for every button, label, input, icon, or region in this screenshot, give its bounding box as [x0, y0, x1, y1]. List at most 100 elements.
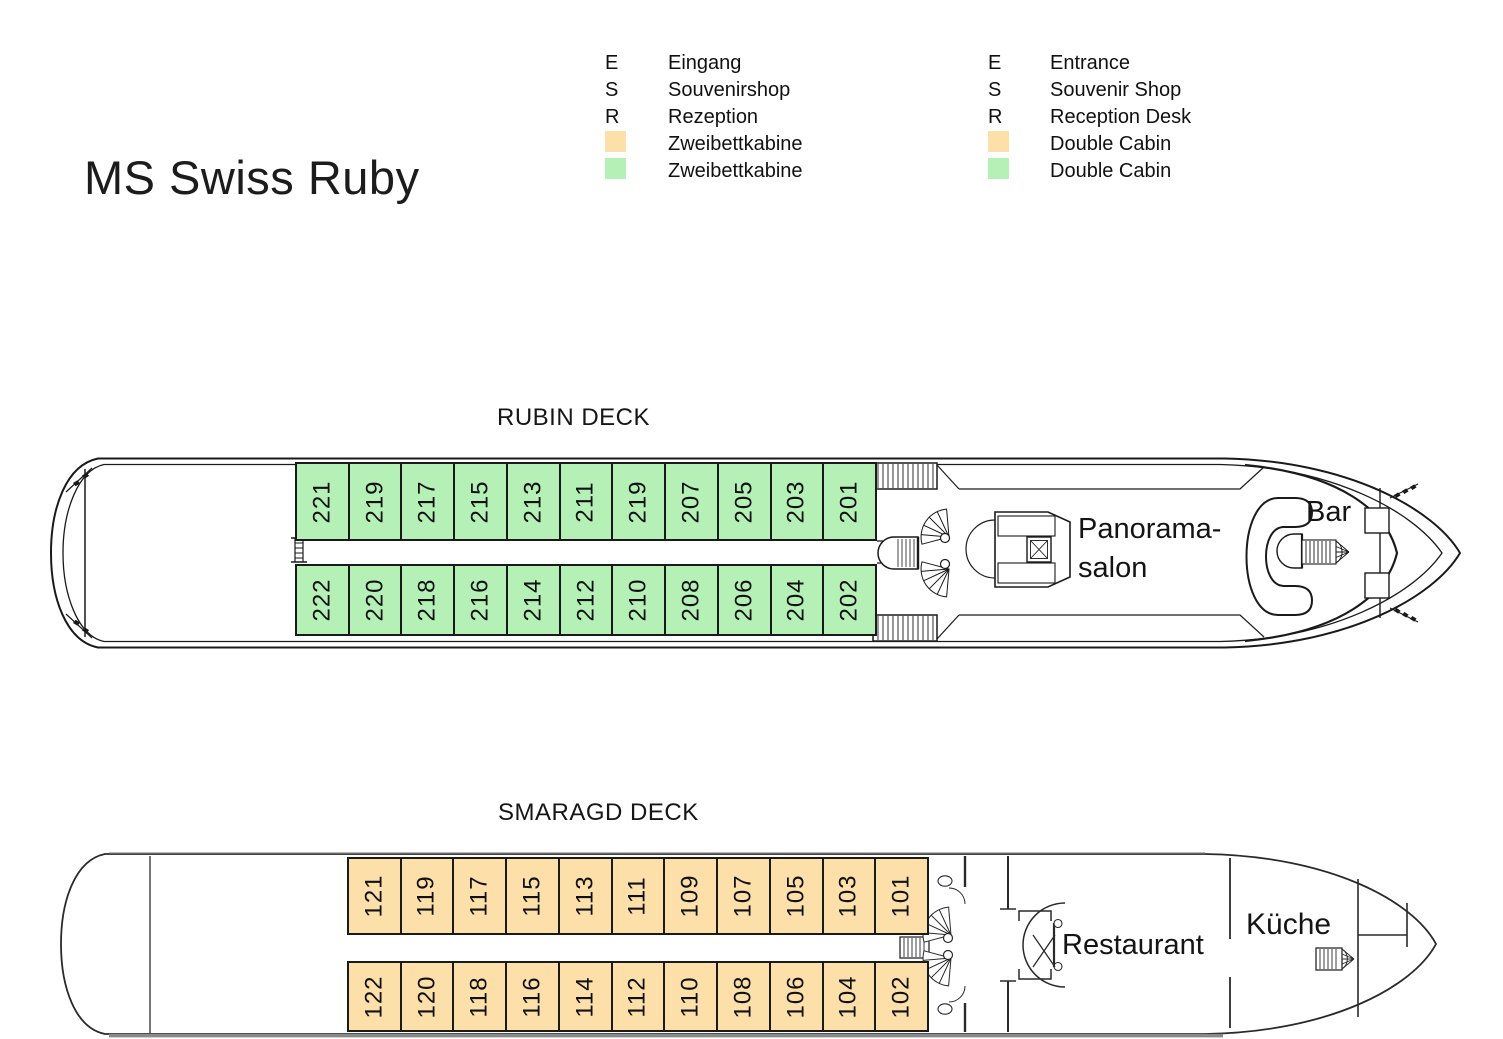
- cabin: 216: [453, 566, 506, 634]
- cabin: 215: [453, 464, 506, 539]
- reception-podium: [877, 536, 920, 570]
- door-swing-icons: [948, 887, 966, 1003]
- cabin: 221: [308, 479, 336, 524]
- stairs-bottom-icon: [872, 614, 960, 642]
- bar-label: Bar: [1306, 496, 1352, 528]
- restaurant-entry: [1018, 902, 1066, 988]
- cabin: 112: [610, 963, 664, 1030]
- cabin: 120: [399, 963, 453, 1030]
- legend-row-reception-en: R Reception Desk: [988, 104, 1191, 131]
- cabin: 101: [874, 859, 927, 933]
- vestibule-walls: [963, 856, 1016, 1032]
- legend-label-green-cabin-en: Double Cabin: [1050, 160, 1172, 182]
- rubin-top-cabin-row: 221 219 217 215 213 211 219 207 205 203 …: [295, 462, 877, 541]
- kitchen-stairs-icon: [1315, 947, 1355, 971]
- cabin: 118: [452, 963, 505, 1030]
- legend-symbol-shop-de: S: [605, 79, 619, 101]
- superstructure-overhang-lines: [877, 466, 1265, 638]
- cabin: 102: [874, 963, 927, 1030]
- green-cabin-swatch: [605, 158, 626, 179]
- wc-icons: [937, 875, 953, 1015]
- legend-symbol-entrance-en: E: [988, 52, 1002, 74]
- cabin: 201: [822, 464, 875, 539]
- cabin: 117: [452, 859, 505, 933]
- legend-symbol-reception-de: R: [605, 106, 620, 128]
- bar-counter: [1245, 497, 1314, 616]
- legend-row-entrance-en: E Entrance: [988, 50, 1191, 77]
- cabin: 105: [768, 859, 822, 933]
- cabin: 113: [557, 859, 611, 933]
- cabin: 214: [505, 566, 559, 634]
- stern-deck-partition: [65, 467, 93, 639]
- smaragd-bottom-cabin-row: 122 120 118 116 114 112 110 108 106 104 …: [347, 961, 929, 1032]
- legend-row-shop-de: S Souvenirshop: [605, 77, 803, 104]
- cabin: 104: [821, 963, 875, 1030]
- cabin: 111: [610, 859, 664, 933]
- cabin: 119: [399, 859, 453, 933]
- corridor-ladder-icon: [291, 537, 307, 563]
- table-chairs-icon: [1032, 934, 1056, 968]
- cabin: 205: [716, 464, 770, 539]
- kitchen-label: Küche: [1246, 908, 1332, 941]
- cabin: 121: [360, 874, 388, 918]
- panorama-salon-label: Panorama- salon: [1078, 513, 1222, 584]
- cabin: 220: [347, 566, 401, 634]
- cabin: 109: [663, 859, 716, 933]
- cabin: 208: [664, 566, 717, 634]
- ship-title: MS Swiss Ruby: [84, 151, 420, 204]
- cabin: 122: [360, 974, 388, 1019]
- legend-label-reception-de: Rezeption: [668, 106, 759, 128]
- stairs-top-icon: [872, 462, 960, 490]
- legend-row-orange-cabin-en: Double Cabin: [988, 131, 1191, 158]
- bow-partitions: [1357, 879, 1408, 1017]
- smaragd-top-cabin-row: 121 119 117 115 113 111 109 107 105 103 …: [347, 857, 929, 935]
- rubin-deck-title: RUBIN DECK: [497, 404, 651, 431]
- legend-label-shop-en: Souvenir Shop: [1050, 79, 1182, 101]
- orange-cabin-swatch: [988, 131, 1009, 152]
- legend-symbol-entrance-de: E: [605, 52, 619, 74]
- cabin: 115: [505, 859, 558, 933]
- cabin: 207: [664, 464, 717, 539]
- cabin: 114: [557, 963, 611, 1030]
- legend-label-entrance-en: Entrance: [1050, 52, 1131, 74]
- legend-label-green-cabin-de: Zweibettkabine: [668, 160, 803, 182]
- spiral-stairs-icon: [920, 508, 951, 598]
- corridor-stairs-icon: [899, 936, 930, 959]
- cabin: 204: [769, 566, 823, 634]
- restaurant-label: Restaurant: [1062, 929, 1204, 961]
- cabin: 218: [400, 566, 453, 634]
- green-cabin-swatch: [988, 158, 1009, 179]
- legend-row-shop-en: S Souvenir Shop: [988, 77, 1191, 104]
- smaragd-deck-title: SMARAGD DECK: [498, 799, 699, 826]
- cabin: 106: [768, 963, 822, 1030]
- cabin: 206: [716, 566, 770, 634]
- legend-label-orange-cabin-de: Zweibettkabine: [668, 133, 803, 155]
- legend-row-green-cabin-en: Double Cabin: [988, 158, 1191, 185]
- cabin: 219: [347, 464, 401, 539]
- cabin: 203: [769, 464, 823, 539]
- legend-label-entrance-de: Eingang: [668, 52, 742, 74]
- cabin: 217: [400, 464, 453, 539]
- cabin: 110: [663, 963, 716, 1030]
- legend-row-reception-de: R Rezeption: [605, 104, 803, 131]
- cabin: 116: [505, 963, 558, 1030]
- legend-english: E Entrance S Souvenir Shop R Reception D…: [988, 50, 1191, 185]
- cabin: 212: [558, 566, 612, 634]
- cabin: 222: [308, 578, 336, 622]
- cabin: 219: [611, 464, 664, 539]
- legend-label-reception-en: Reception Desk: [1050, 106, 1192, 128]
- rubin-bottom-cabin-row: 222 220 218 216 214 212 210 208 206 204 …: [295, 564, 877, 636]
- legend-row-green-cabin-de: Zweibettkabine: [605, 158, 803, 185]
- cabin: 210: [611, 566, 664, 634]
- legend-label-shop-de: Souvenirshop: [668, 79, 791, 101]
- elevator-icon: [965, 511, 1071, 588]
- cabin: 103: [821, 859, 875, 933]
- cabin: 202: [822, 566, 875, 634]
- bow-partitions: [1244, 463, 1419, 643]
- bar-spiral-stairs-icon: [1276, 533, 1350, 569]
- legend-symbol-reception-en: R: [988, 106, 1003, 128]
- legend-german: E Eingang S Souvenirshop R Rezeption Zwe…: [605, 50, 803, 185]
- legend-symbol-shop-en: S: [988, 79, 1002, 101]
- legend-label-orange-cabin-en: Double Cabin: [1050, 133, 1172, 155]
